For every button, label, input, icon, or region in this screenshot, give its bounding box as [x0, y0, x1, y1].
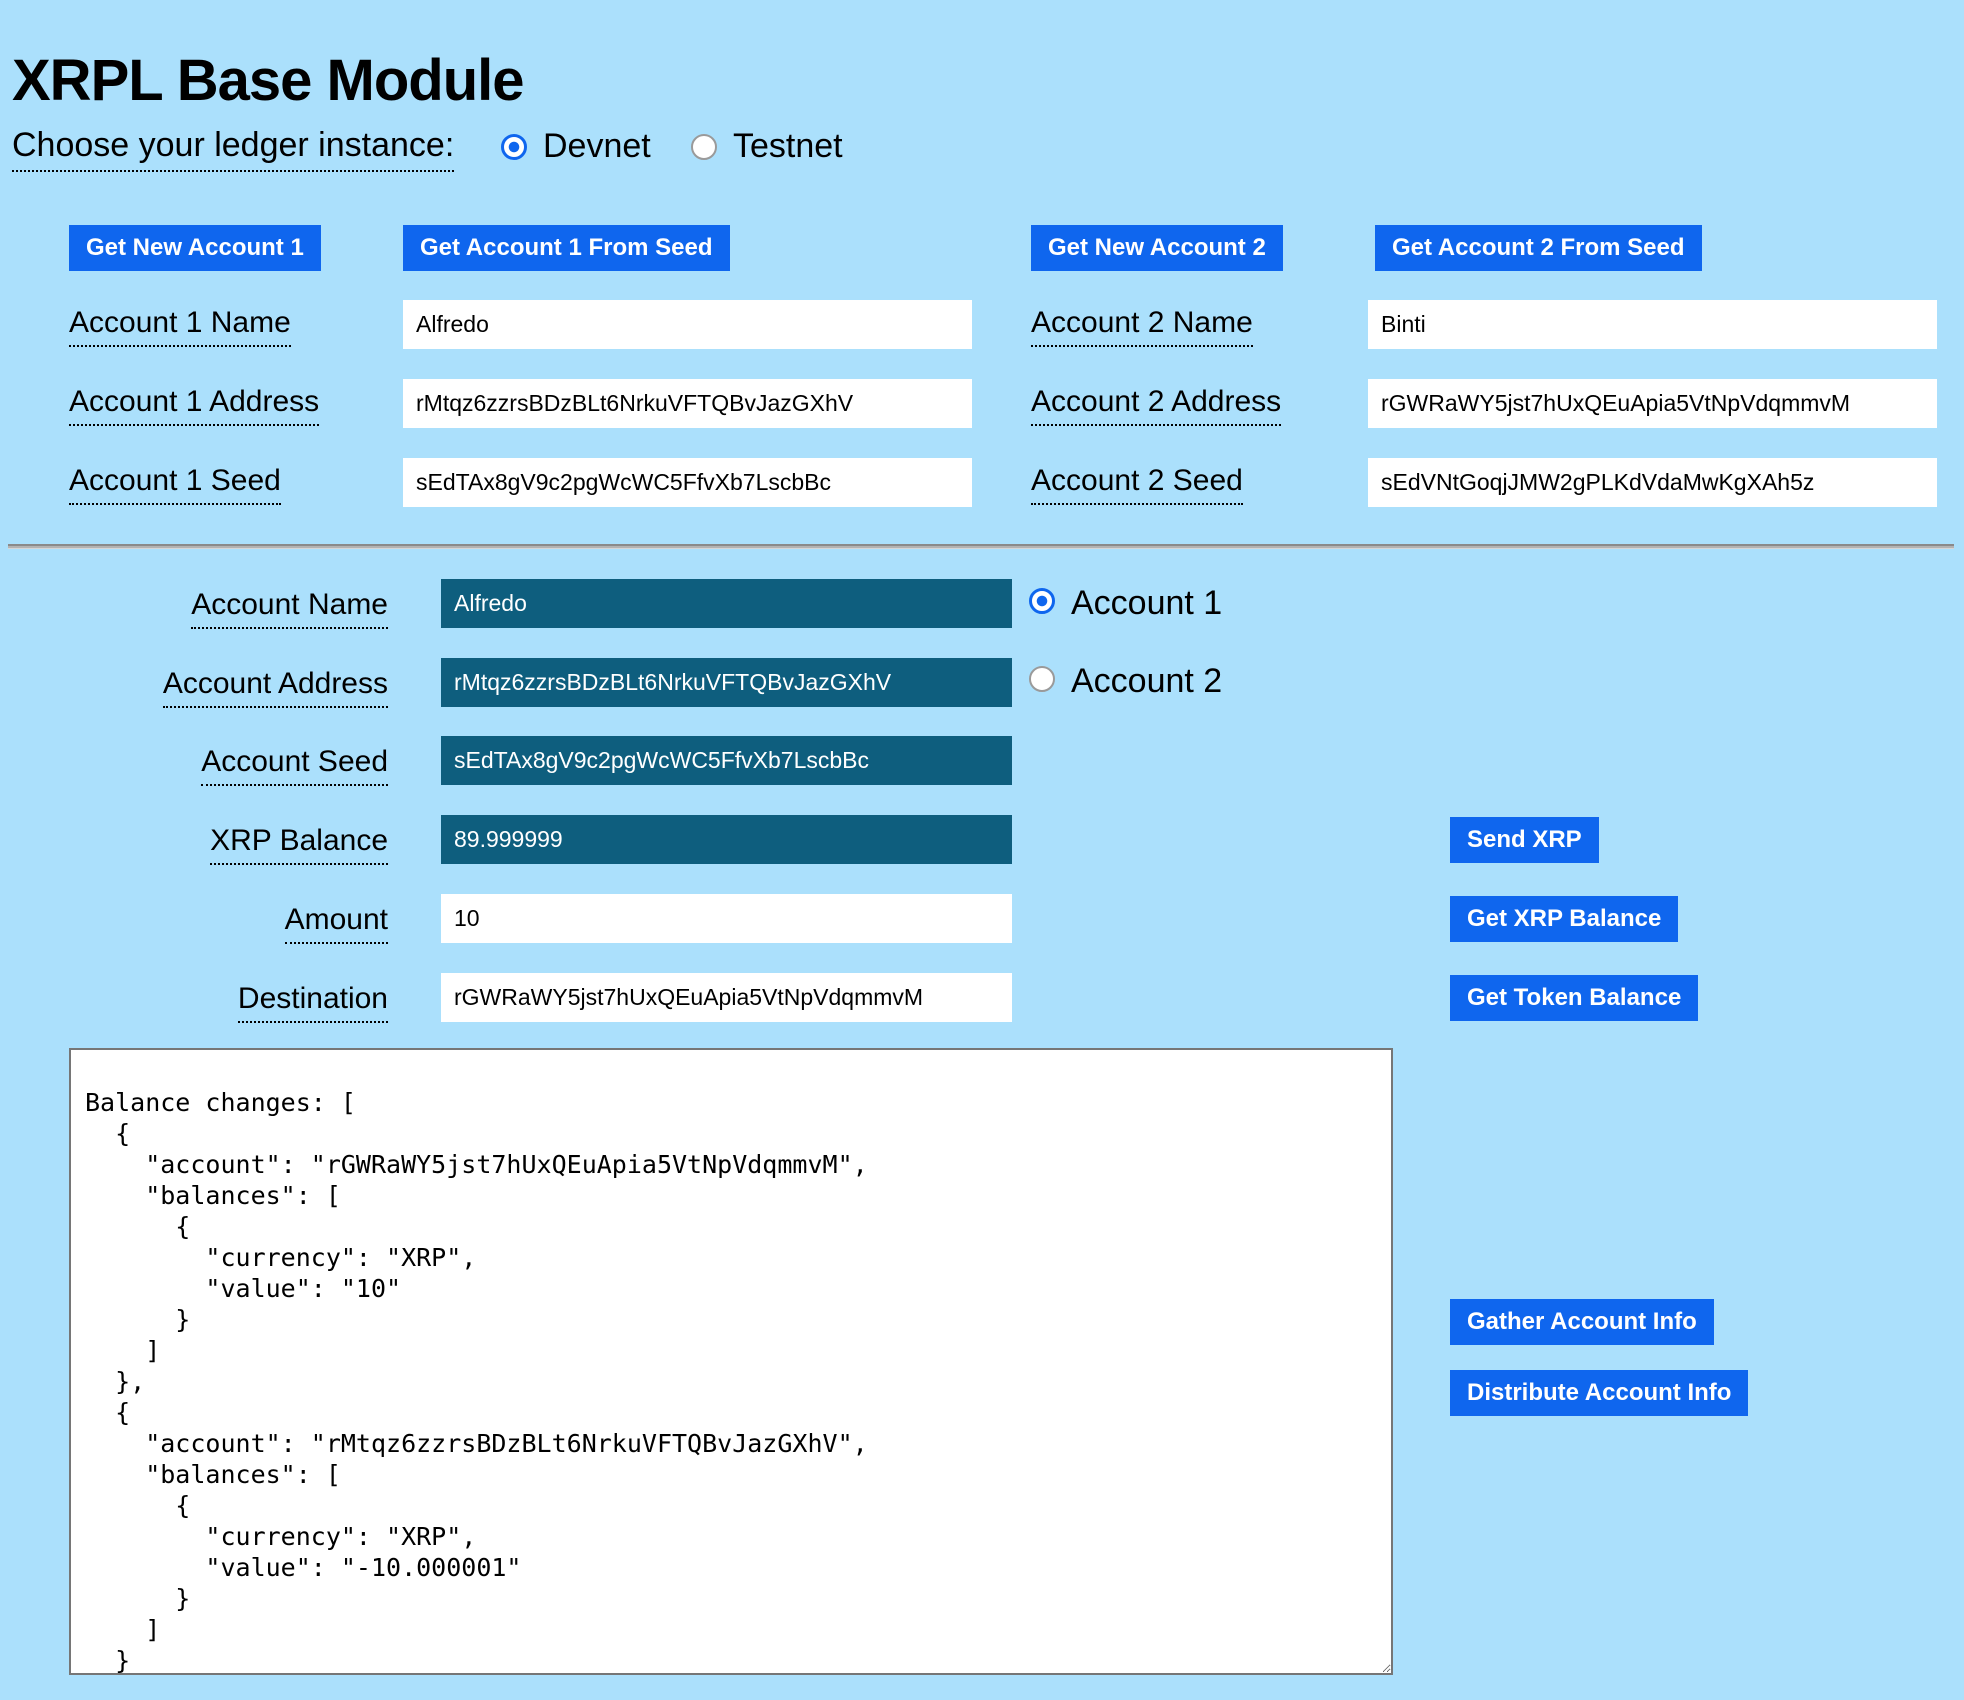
destination-input[interactable]	[441, 973, 1012, 1022]
xrp-balance-input[interactable]	[441, 815, 1012, 864]
account-1-radio[interactable]	[1029, 588, 1055, 614]
section-divider	[8, 544, 1954, 549]
amount-input[interactable]	[441, 894, 1012, 943]
account-2-radio[interactable]	[1029, 666, 1055, 692]
results-textarea[interactable]: Balance changes: [ { "account": "rGWRaWY…	[69, 1048, 1393, 1675]
get-token-balance-button[interactable]: Get Token Balance	[1450, 975, 1699, 1021]
xrp-balance-label: XRP Balance	[0, 824, 388, 865]
account-1-name-input[interactable]	[403, 300, 972, 349]
account-1-name-label: Account 1 Name	[69, 306, 291, 347]
account-name-label: Account Name	[0, 588, 388, 629]
account-2-seed-input[interactable]	[1368, 458, 1937, 507]
destination-label: Destination	[0, 982, 388, 1023]
account-1-radio-label: Account 1	[1071, 584, 1223, 622]
account-address-input[interactable]	[441, 658, 1012, 707]
gather-account-info-button[interactable]: Gather Account Info	[1450, 1299, 1714, 1345]
get-account-2-from-seed-button[interactable]: Get Account 2 From Seed	[1375, 225, 1702, 271]
devnet-radio[interactable]	[501, 134, 527, 160]
account-2-address-label: Account 2 Address	[1031, 385, 1282, 426]
account-2-seed-label: Account 2 Seed	[1031, 464, 1243, 505]
page-title: XRPL Base Module	[12, 47, 524, 113]
account-2-name-input[interactable]	[1368, 300, 1937, 349]
account-address-label: Account Address	[0, 667, 388, 708]
account-seed-input[interactable]	[441, 736, 1012, 785]
get-xrp-balance-button[interactable]: Get XRP Balance	[1450, 896, 1679, 942]
account-seed-label: Account Seed	[0, 745, 388, 786]
account-2-radio-label: Account 2	[1071, 662, 1223, 700]
get-account-1-from-seed-button[interactable]: Get Account 1 From Seed	[403, 225, 730, 271]
devnet-radio-label: Devnet	[543, 127, 651, 165]
account-2-name-label: Account 2 Name	[1031, 306, 1253, 347]
account-name-input[interactable]	[441, 579, 1012, 628]
account-1-seed-label: Account 1 Seed	[69, 464, 281, 505]
get-new-account-2-button[interactable]: Get New Account 2	[1031, 225, 1283, 271]
account-1-address-input[interactable]	[403, 379, 972, 428]
testnet-radio[interactable]	[691, 134, 717, 160]
account-1-address-label: Account 1 Address	[69, 385, 320, 426]
ledger-instance-label-text: Choose your ledger instance:	[12, 126, 455, 172]
amount-label: Amount	[0, 903, 388, 944]
distribute-account-info-button[interactable]: Distribute Account Info	[1450, 1370, 1749, 1416]
send-xrp-button[interactable]: Send XRP	[1450, 817, 1599, 863]
ledger-instance-label: Choose your ledger instance:	[12, 126, 455, 172]
get-new-account-1-button[interactable]: Get New Account 1	[69, 225, 321, 271]
testnet-radio-label: Testnet	[733, 127, 843, 165]
account-2-address-input[interactable]	[1368, 379, 1937, 428]
account-1-seed-input[interactable]	[403, 458, 972, 507]
